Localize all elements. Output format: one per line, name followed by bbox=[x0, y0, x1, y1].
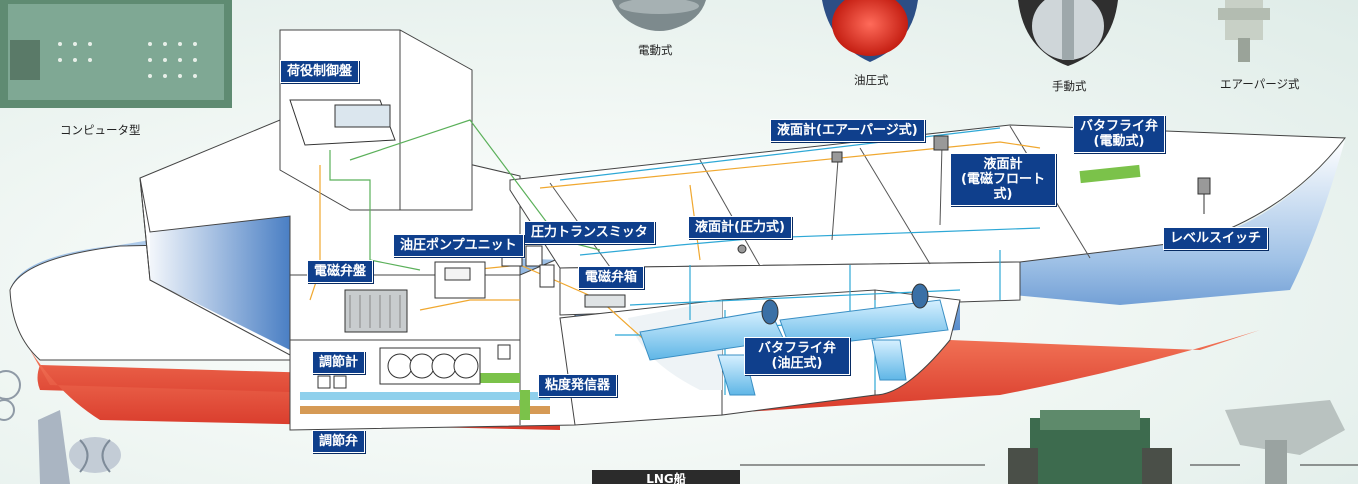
label-line-1: バタフライ弁 bbox=[1080, 119, 1159, 134]
caption-computer-type: コンピュータ型 bbox=[60, 123, 141, 137]
actuator-photo-bottom bbox=[1008, 410, 1172, 484]
label-butterfly-valve-hydraulic: バタフライ弁 (油圧式) bbox=[744, 337, 850, 375]
label-solenoid-valve-panel: 電磁弁盤 bbox=[307, 260, 374, 283]
manual-valve-photo bbox=[1018, 0, 1118, 66]
airpurge-device-photo bbox=[1218, 0, 1270, 62]
label-solenoid-valve-box: 電磁弁箱 bbox=[578, 266, 645, 289]
caption-electric-type: 電動式 bbox=[638, 43, 673, 57]
caption-manual-type: 手動式 bbox=[1052, 79, 1087, 93]
label-line-2: (油圧式) bbox=[771, 356, 823, 371]
label-butterfly-valve-electric: バタフライ弁 (電動式) bbox=[1073, 115, 1165, 153]
label-line-1: 液面計 bbox=[983, 157, 1023, 172]
label-level-switch: レベルスイッチ bbox=[1163, 227, 1269, 250]
electric-actuator-photo bbox=[612, 0, 706, 31]
devices bbox=[289, 99, 1211, 389]
label-line-2: (電動式) bbox=[1093, 134, 1145, 149]
pump-photo-left bbox=[0, 370, 21, 421]
engine-room bbox=[289, 257, 576, 431]
hydraulic-valve-photo bbox=[822, 0, 918, 62]
engine-pipes bbox=[300, 373, 550, 420]
computer-console-photo bbox=[0, 0, 232, 108]
caption-airpurge-type: エアーパージ式 bbox=[1220, 77, 1300, 91]
label-cargo-control-panel: 荷役制御盤 bbox=[280, 60, 360, 83]
caption-hydraulic-type: 油圧式 bbox=[854, 73, 889, 87]
label-regulator-valve: 調節弁 bbox=[312, 430, 366, 453]
label-level-gauge-air-purge: 液面計(エアーパージ式) bbox=[770, 119, 925, 142]
label-line-2: (電磁フロート式) bbox=[961, 172, 1045, 202]
label-regulator-meter: 調節計 bbox=[312, 351, 366, 374]
label-hydraulic-pump-unit: 油圧ポンプユニット bbox=[393, 234, 524, 257]
label-viscosity-transmitter: 粘度発信器 bbox=[538, 374, 618, 397]
section-tab-lng: LNG船 bbox=[592, 470, 740, 484]
label-line-1: バタフライ弁 bbox=[757, 341, 836, 356]
motor-photo-bottom bbox=[1225, 400, 1345, 484]
label-level-gauge-float: 液面計 (電磁フロート式) bbox=[950, 153, 1056, 206]
label-level-gauge-pressure: 液面計(圧力式) bbox=[688, 216, 792, 239]
label-pressure-transmitter: 圧力トランスミッタ bbox=[524, 221, 655, 244]
